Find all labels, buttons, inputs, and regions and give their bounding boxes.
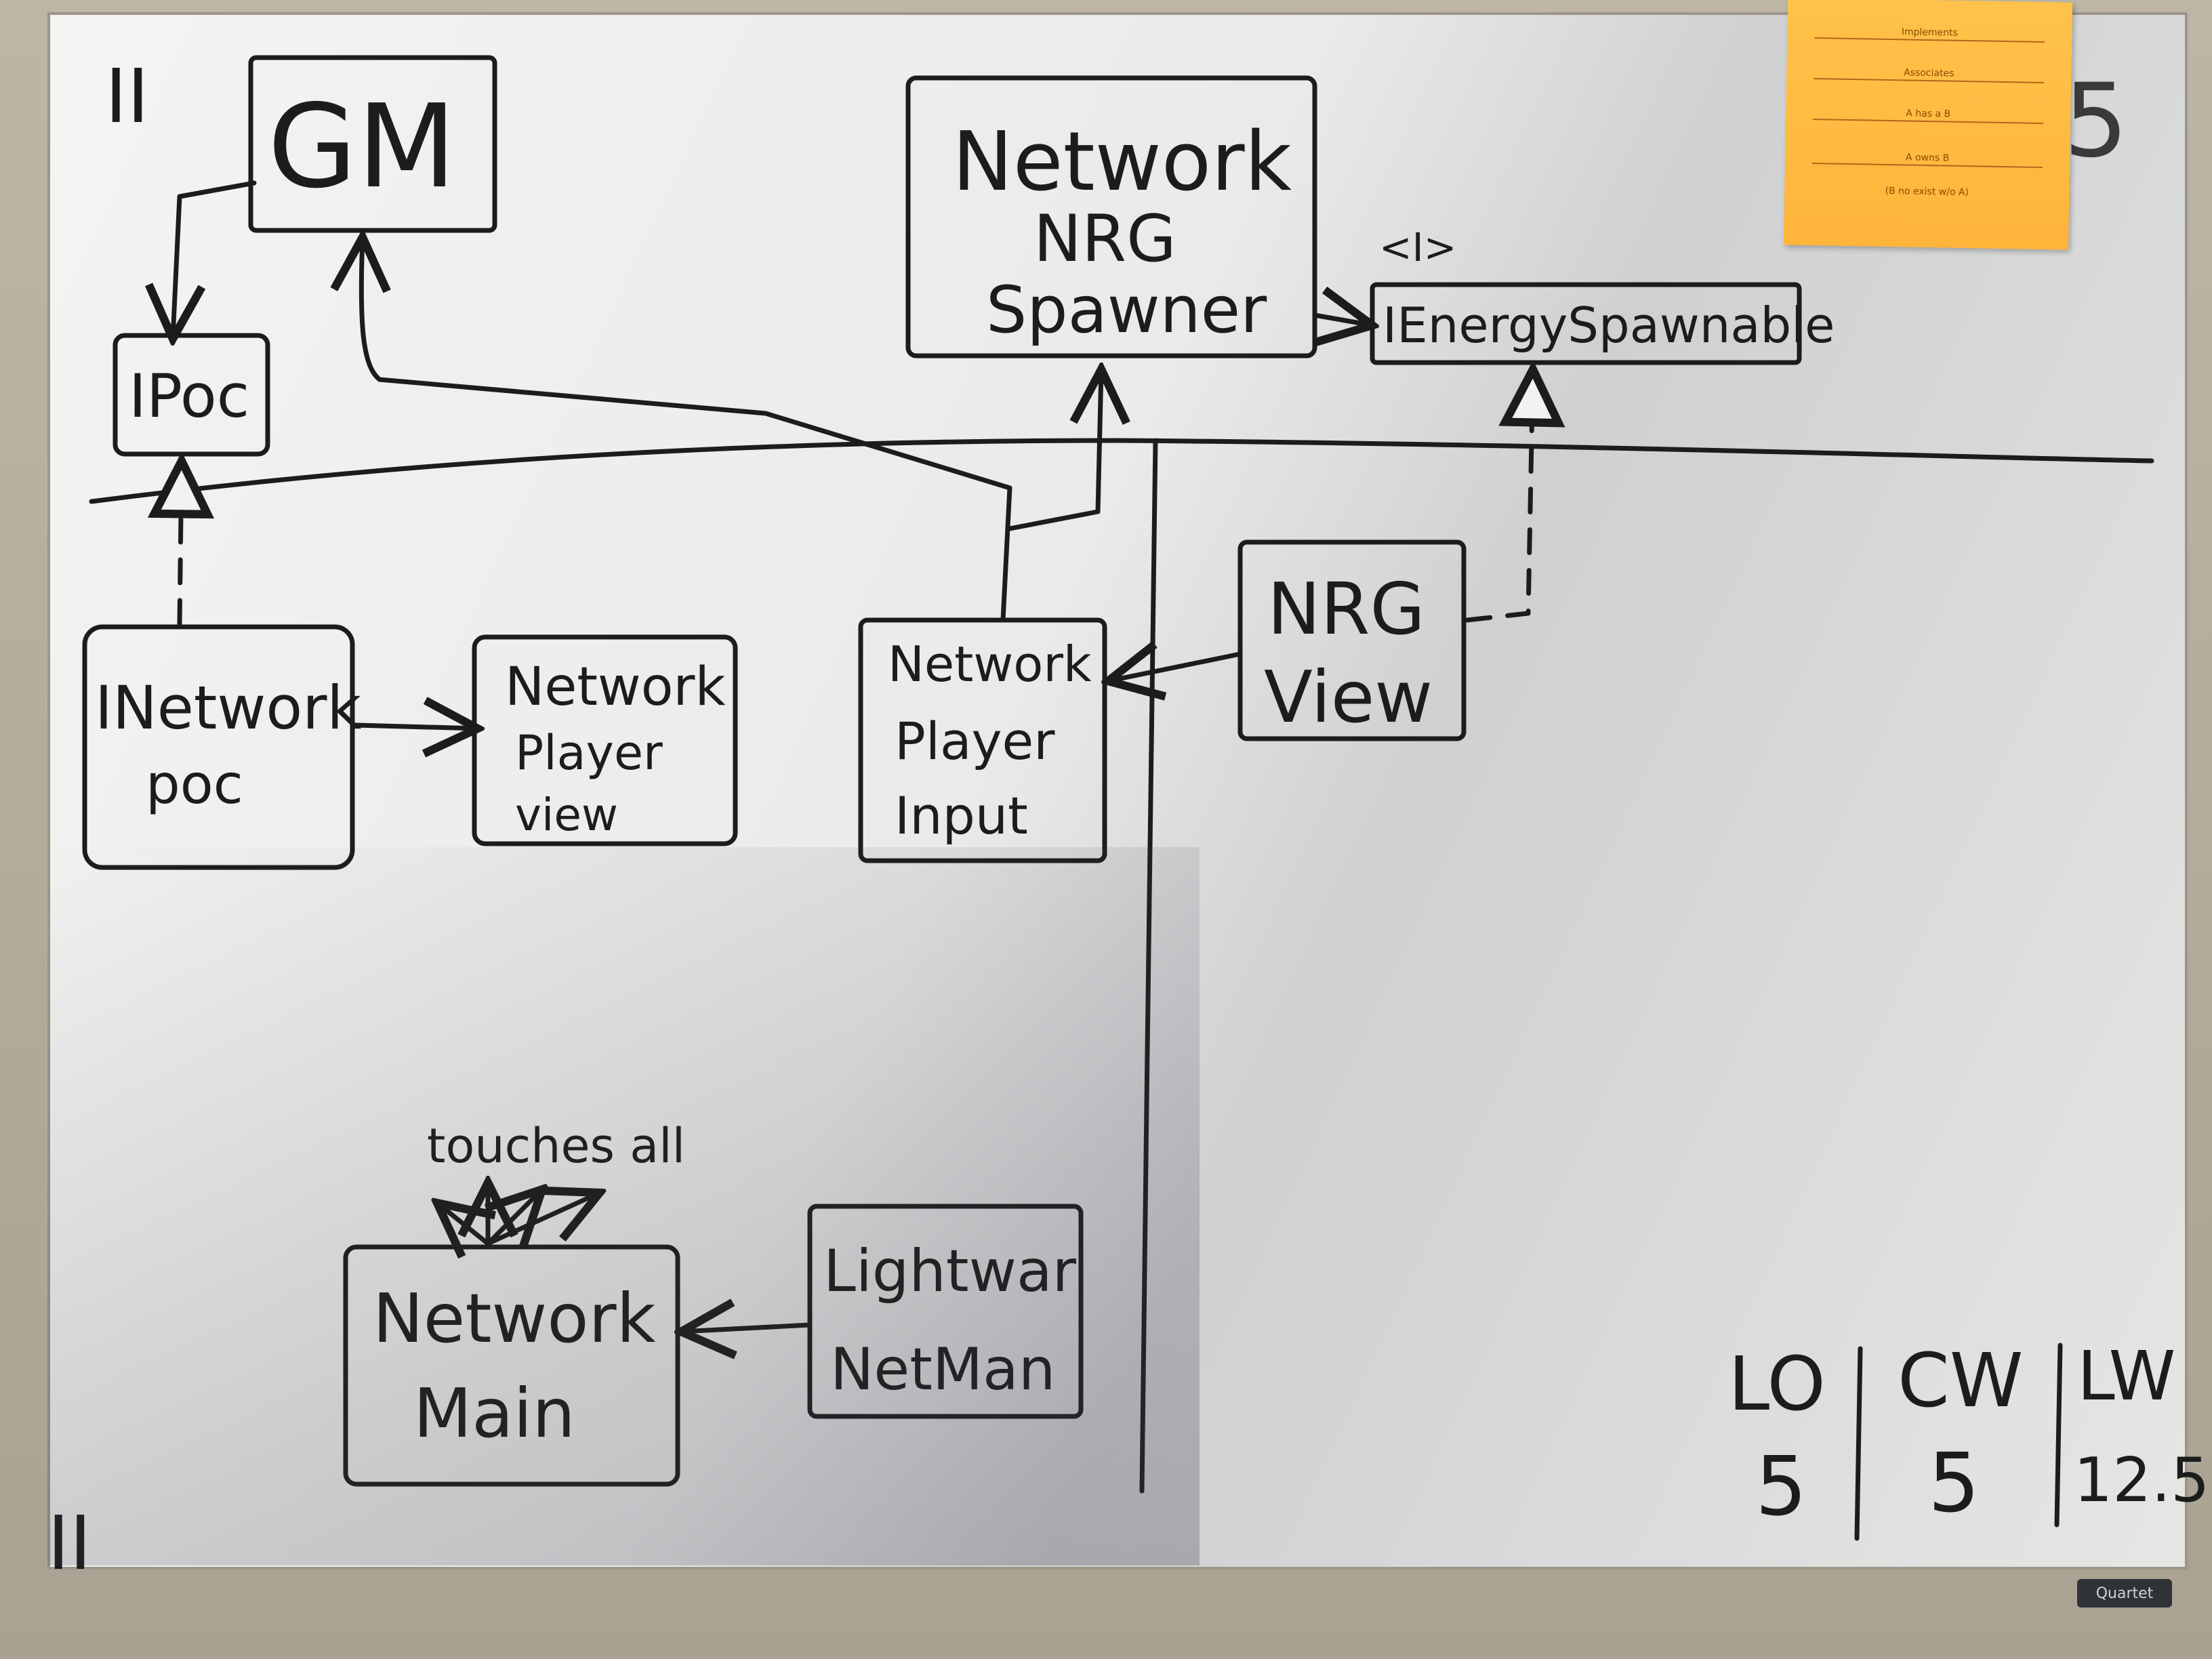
spawner-label-line2: NRG (1033, 202, 1176, 276)
score-label-lo: LO (1728, 1340, 1826, 1427)
player-view-label-line3: view (515, 789, 618, 841)
corner-mark-top-right: 5 (2064, 62, 2128, 180)
touches-all-arrow-3 (488, 1189, 542, 1244)
spawner-label-line3: Spawner (986, 273, 1267, 348)
whiteboard-surface (47, 12, 2188, 1570)
interface-stereotype-label: <I> (1379, 224, 1456, 270)
playerinput-to-gm-arrow (361, 237, 1012, 623)
score-label-cw: CW (1898, 1337, 2024, 1424)
network-poc-box (82, 624, 355, 870)
legend-owns: A owns B (1811, 150, 2043, 168)
player-view-label-line1: Network (505, 657, 726, 718)
corner-mark-top-left: II (105, 53, 149, 140)
ipoc-label: IPoc (129, 361, 249, 431)
network-poc-label-line1: INetwork (95, 673, 361, 743)
legend-owns-note: (B no exist w/o A) (1885, 185, 1969, 199)
score-value-cw: 5 (1928, 1437, 1980, 1531)
networkpoc-implements-ipoc (180, 461, 182, 626)
legend-sticky-note: Implements Associates A has a B A owns B… (1783, 0, 2073, 250)
corner-mark-bottom-left: II (47, 1500, 91, 1586)
playerinput-to-spawner-arrow (1007, 369, 1101, 531)
player-input-label-line1: Network (888, 636, 1092, 693)
score-separator-2 (2054, 1343, 2063, 1528)
network-main-label-line1: Network (373, 1279, 656, 1358)
gm-to-ipoc-arrow (173, 180, 257, 339)
network-nrg-spawner-box (905, 75, 1317, 359)
legend-has-a: A has a B (1813, 106, 2044, 124)
netman-label-line1: Lightwar (823, 1237, 1077, 1305)
nrg-view-label-line2: View (1264, 656, 1433, 739)
vertical-divider (1139, 438, 1158, 1494)
spawner-to-ienergy-arrow (1312, 315, 1372, 325)
nrg-view-box (1237, 539, 1467, 741)
score-value-lo: 5 (1755, 1440, 1807, 1534)
spawner-label-line1: Network (952, 115, 1292, 209)
player-input-label-line2: Player (895, 711, 1055, 771)
legend-implements: Implements (1814, 25, 2045, 43)
network-player-input-box (858, 617, 1107, 863)
horizontal-divider (89, 438, 2154, 504)
score-separator-1 (1854, 1346, 1863, 1541)
score-label-lw: LW (2077, 1336, 2175, 1416)
touches-all-arrow-4 (485, 1193, 600, 1246)
nrgview-to-playerinput-arrow (1108, 654, 1243, 681)
score-value-lw: 12.5 (2074, 1445, 2209, 1516)
network-main-label-line2: Main (413, 1374, 575, 1453)
touches-all-label: touches all (427, 1118, 685, 1174)
netman-to-main-arrow (681, 1325, 813, 1332)
nrgview-implements-ienergy (1465, 369, 1533, 623)
netman-label-line2: NetMan (830, 1336, 1055, 1404)
ienergy-spawnable-label: IEnergySpawnable (1382, 297, 1835, 354)
brand-badge: Quartet (2077, 1579, 2172, 1607)
legend-associates: Associates (1814, 66, 2045, 83)
touches-all-arrow-1 (437, 1203, 488, 1244)
player-input-label-line3: Input (895, 785, 1028, 846)
lightwar-netman-box (807, 1204, 1084, 1419)
player-view-label-line2: Player (515, 725, 663, 781)
networkpoc-to-playerview-arrow (353, 725, 478, 729)
network-poc-label-line2: poc (146, 753, 243, 816)
gm-label: GM (268, 80, 456, 214)
nrg-view-label-line1: NRG (1267, 568, 1425, 651)
